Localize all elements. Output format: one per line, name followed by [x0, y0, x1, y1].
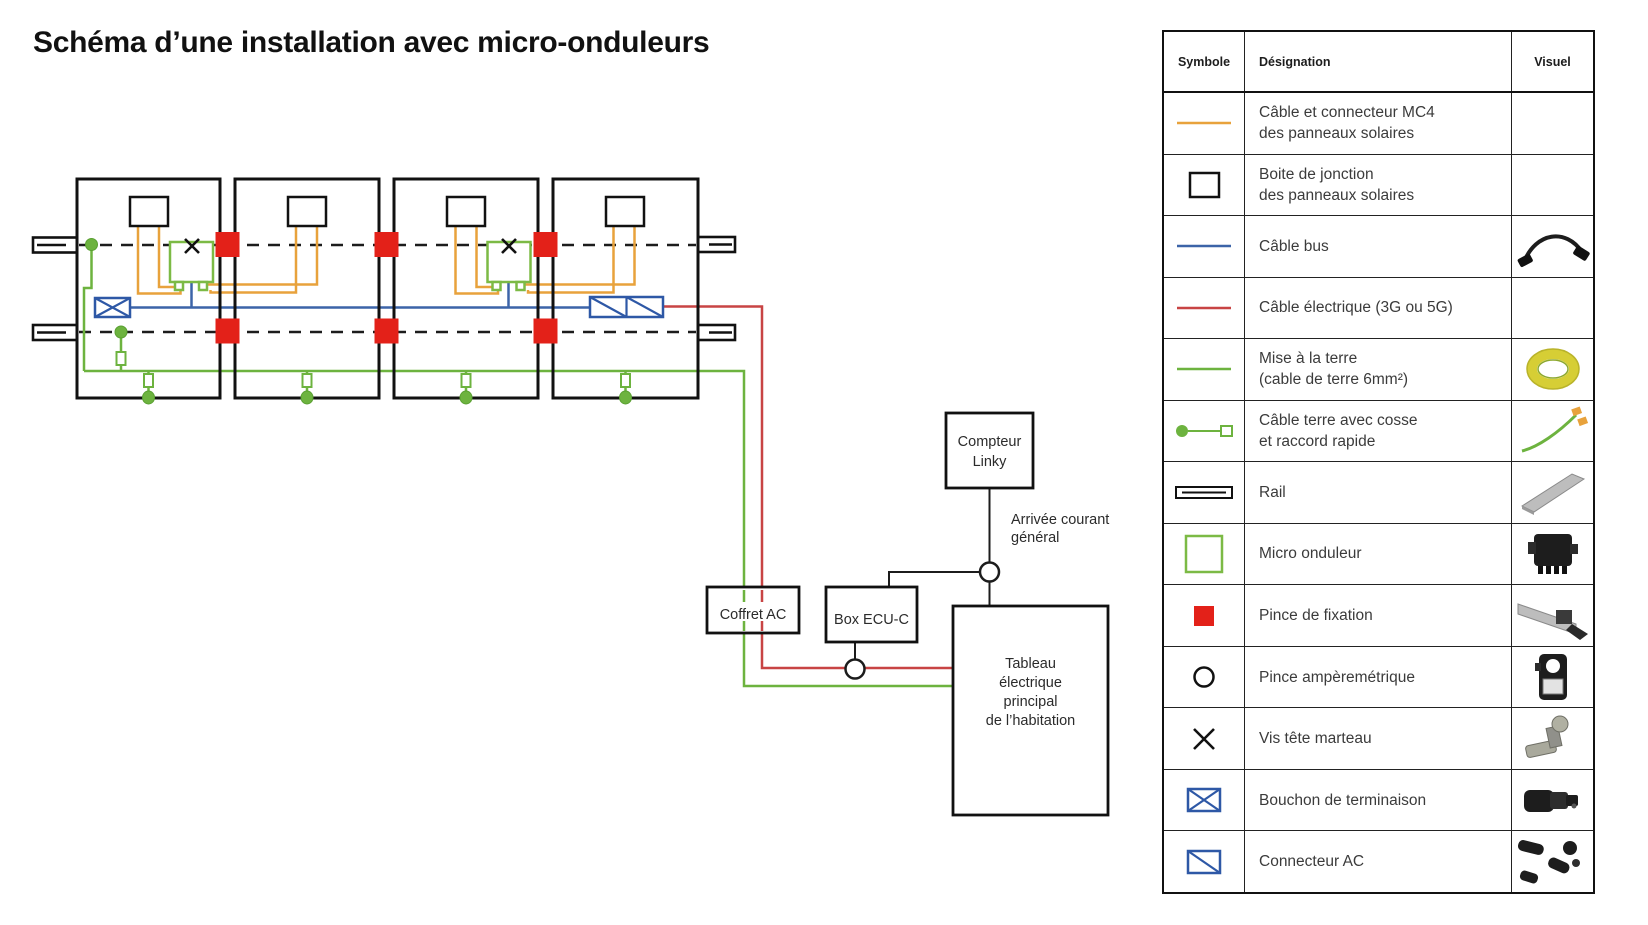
- junction-box-icon: [1188, 171, 1221, 199]
- earth-lug-cable-icon: [1176, 424, 1233, 437]
- bus-cable: [130, 282, 590, 309]
- mc4-cable-line-icon: [1177, 122, 1231, 125]
- legend-table: Symbole Désignation Visuel Câble et conn…: [1162, 30, 1595, 894]
- hammer-screw-photo: [1524, 715, 1568, 758]
- rail-icon: [1175, 486, 1233, 500]
- coffret-ac-box: [705, 585, 801, 635]
- hammer-head-screw-icon: [1193, 727, 1215, 750]
- earth-coil-photo: [1525, 348, 1580, 391]
- box-ecu-label: Box ECU-C: [834, 612, 909, 628]
- micro-inverter-2: [486, 238, 532, 292]
- tableau-electrique-box: [951, 604, 1110, 817]
- current-clamp-icon: [978, 561, 1001, 583]
- tableau-label1: Tableau: [1005, 656, 1056, 672]
- box-ecu-c: [824, 585, 919, 644]
- legend-row-cable-electrique: Câble électrique (3G ou 5G): [1164, 276, 1593, 339]
- termination-cap-icon: [1186, 787, 1222, 813]
- termination-cap-photo: [1523, 790, 1578, 813]
- installation-diagram: Compteur Linky Arrivée courant général C…: [31, 177, 1110, 817]
- coffret-ac-label: Coffret AC: [720, 607, 787, 623]
- junction-box-3: [445, 195, 487, 228]
- ac-connector: [588, 295, 665, 319]
- legend-row-connecteur-ac: Connecteur AC: [1164, 830, 1593, 892]
- rail-lines: [79, 243, 696, 334]
- legend-row-bouchon-terminaison: Bouchon de terminaison: [1164, 768, 1593, 831]
- legend-row-rail: Rail: [1164, 461, 1593, 523]
- compteur-linky-label: Compteur: [958, 434, 1022, 450]
- legend-row-micro-onduleur: Micro onduleur: [1164, 522, 1593, 585]
- coffret-through-wires: [742, 590, 764, 631]
- legend-header-designation: Désignation: [1244, 32, 1512, 91]
- fixing-clamp-icon: [1194, 605, 1214, 626]
- junction-box-2: [286, 195, 328, 228]
- earth-connectors: [85, 238, 632, 405]
- ac-connector-photo: [1517, 839, 1580, 884]
- tableau-label3: principal: [1004, 694, 1058, 710]
- hammer-screw-icon: [184, 238, 200, 254]
- legend-row-vis-tete-marteau: Vis tête marteau: [1164, 707, 1593, 769]
- junction-box-1: [128, 195, 170, 228]
- legend-header-visuel: Visuel: [1534, 54, 1571, 69]
- current-clamp-photo: [1534, 654, 1567, 701]
- hammer-screw-icon: [501, 238, 517, 254]
- current-clamp-icon: [844, 658, 866, 680]
- legend-row-cable-bus: Câble bus: [1164, 215, 1593, 277]
- compteur-linky-box: [944, 411, 1035, 490]
- fixing-clamps: [215, 232, 558, 344]
- legend-row-pince-fixation: Pince de fixation: [1164, 584, 1593, 646]
- micro-inverter-icon: [1184, 534, 1224, 574]
- tableau-label4: de l’habitation: [986, 713, 1076, 729]
- earth-cable-line-icon: [1177, 368, 1231, 371]
- ground-network: [82, 249, 953, 688]
- junction-boxes: [128, 195, 646, 228]
- arrivee-courant-label2: général: [1011, 530, 1059, 546]
- fixing-clamp-photo: [1517, 602, 1588, 640]
- legend-header-symbole: Symbole: [1177, 54, 1231, 69]
- meter-wires: [854, 488, 991, 659]
- current-clamp-icon: [1193, 666, 1215, 688]
- termination-cap: [93, 296, 132, 319]
- micro-inverter-photo: [1527, 533, 1578, 574]
- page-title: Schéma d’une installation avec micro-ond…: [33, 26, 710, 59]
- legend-row-mise-a-la-terre: Mise à la terre(cable de terre 6mm²): [1164, 338, 1593, 400]
- tableau-label2: électrique: [999, 675, 1062, 691]
- earth-lug-photo: [1521, 406, 1588, 453]
- junction-box-4: [604, 195, 646, 228]
- ac-connector-icon: [1186, 849, 1222, 874]
- bus-cable-line-icon: [1177, 245, 1231, 248]
- rail-photo: [1520, 473, 1585, 516]
- micro-inverter-1: [168, 238, 215, 292]
- legend-row-pince-amperemetrique: Pince ampèremétrique: [1164, 645, 1593, 708]
- arrivee-courant-label: Arrivée courant: [1011, 512, 1109, 528]
- bus-cable-photo: [1517, 234, 1590, 268]
- compteur-linky-label2: Linky: [973, 454, 1008, 470]
- diagram-labels: Compteur Linky Arrivée courant général C…: [720, 434, 1110, 729]
- electric-cable-line-icon: [1177, 306, 1231, 310]
- legend-header-row: Symbole Désignation Visuel: [1164, 32, 1593, 91]
